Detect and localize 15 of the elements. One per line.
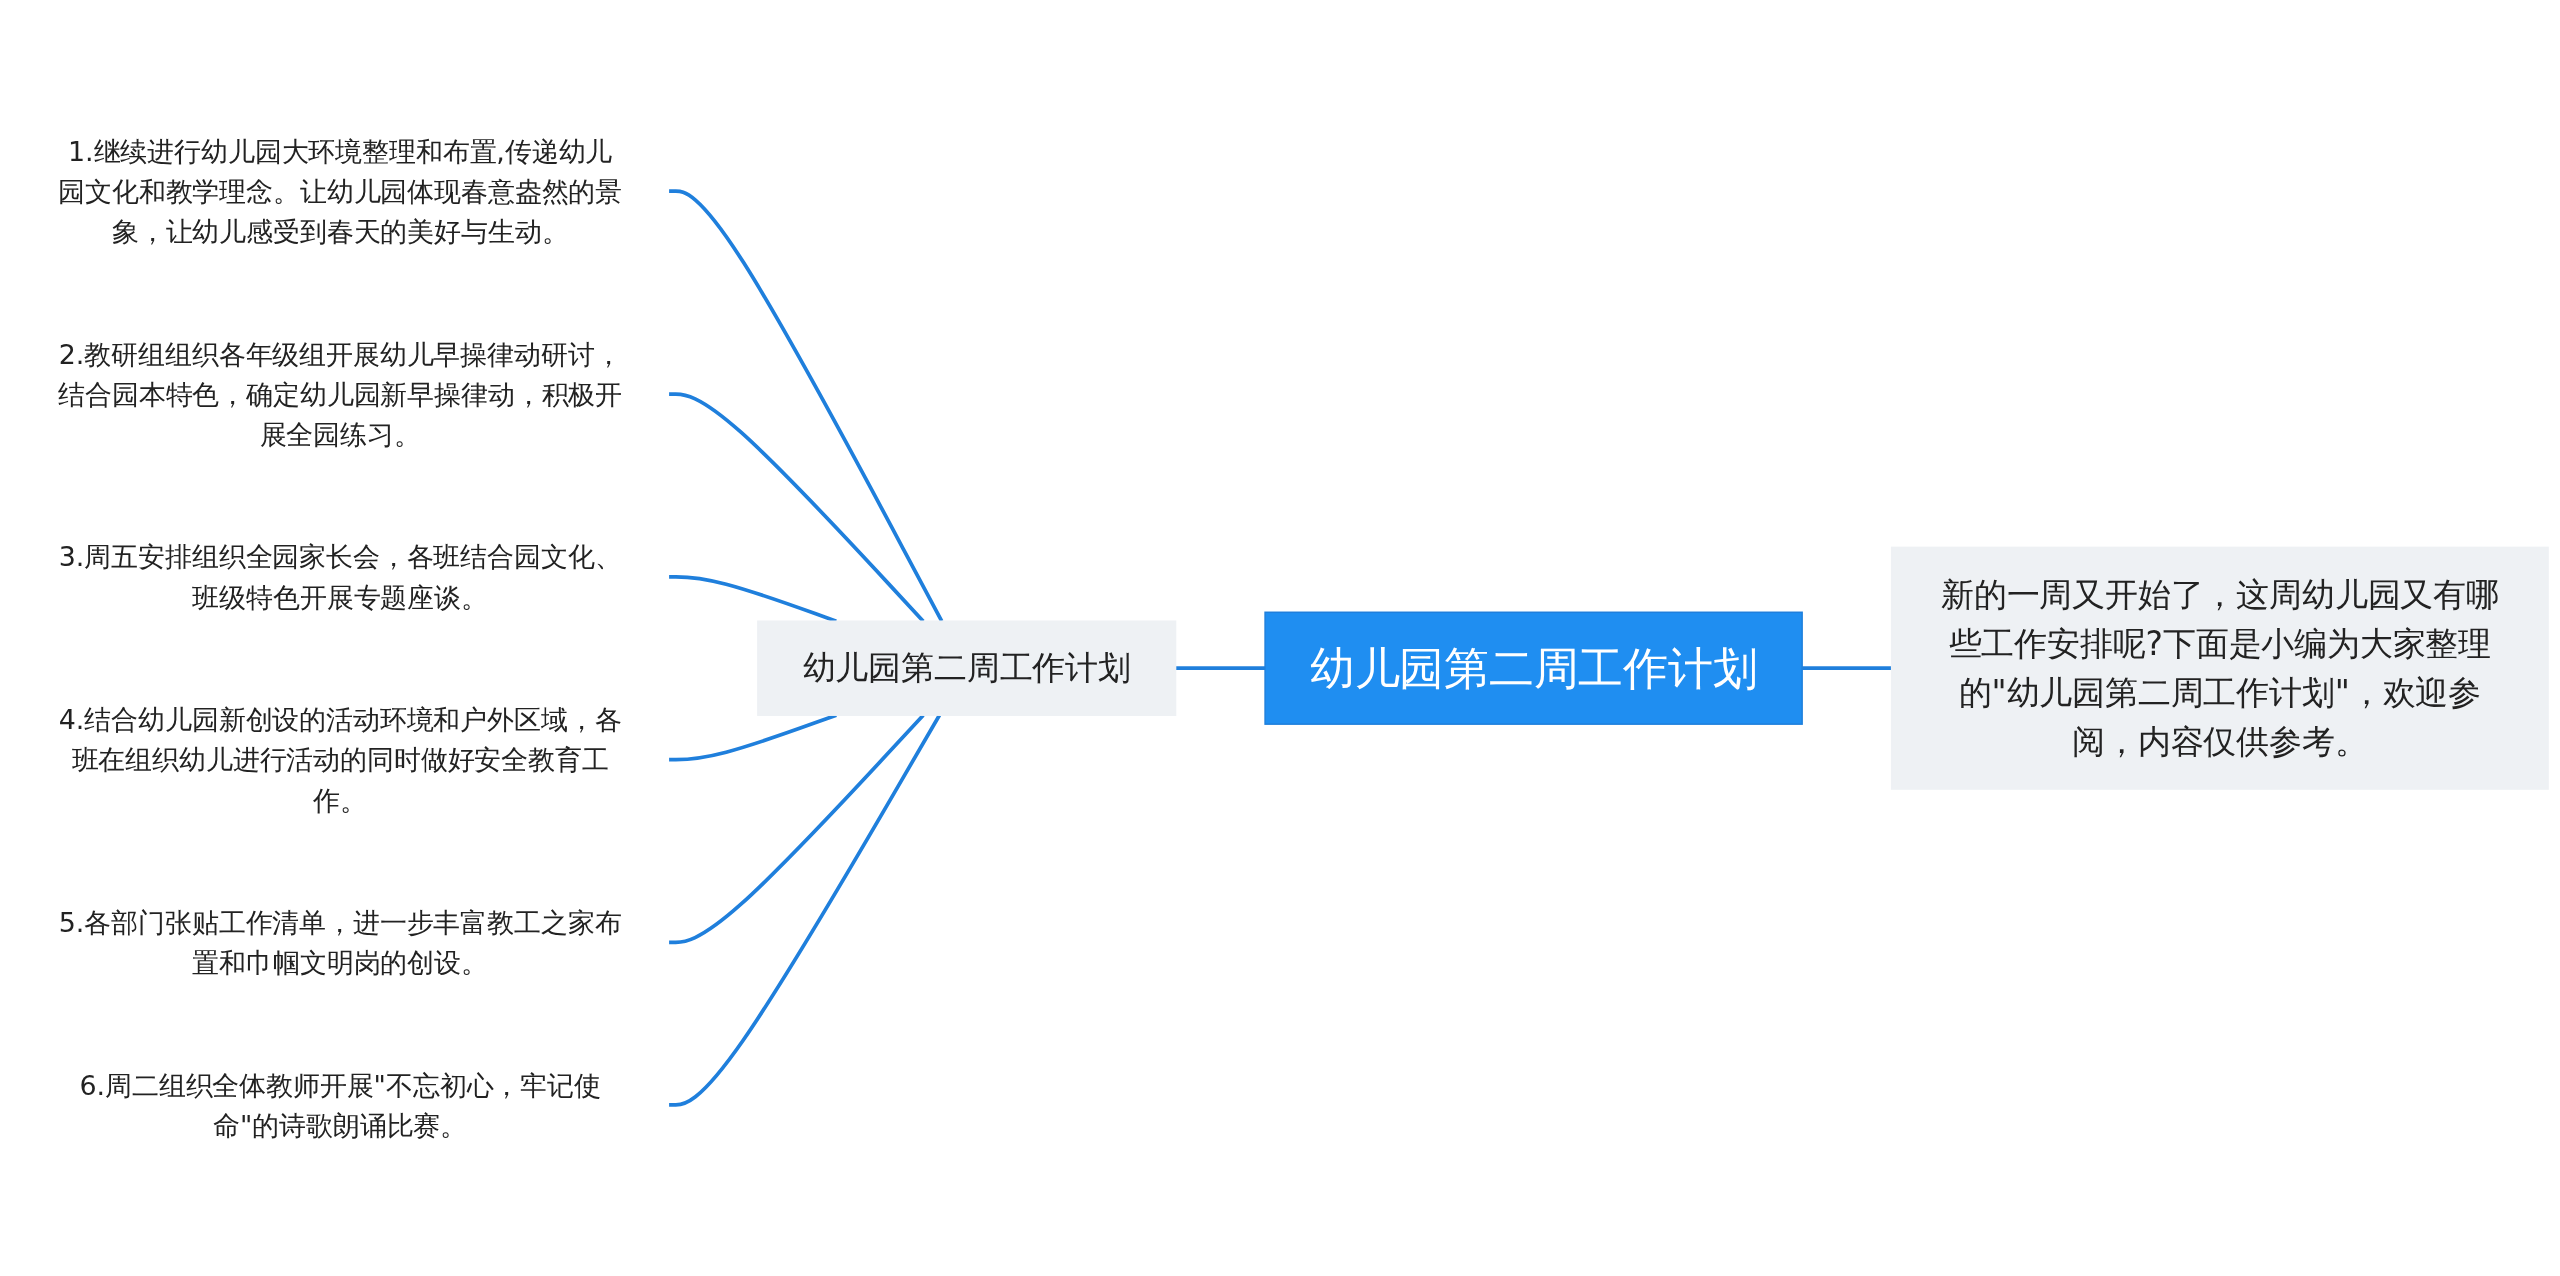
node-box: 幼儿园第二周工作计划: [757, 620, 1177, 716]
node-text: 4.结合幼儿园新创设的活动环境和户外区域，各班在组织幼儿进行活动的同时做好安全教育工作。: [58, 703, 622, 816]
connector: [668, 189, 944, 623]
node-text: 3.周五安排组织全园家长会，各班结合园文化、班级特色开展专题座谈。: [58, 541, 622, 613]
node-text: 5.各部门张贴工作清单，进一步丰富教工之家布置和巾帼文明岗的创设。: [58, 906, 622, 979]
node-text: 6.周二组织全体教师开展"不忘初心，牢记使命"的诗歌朗诵比赛。: [79, 1069, 601, 1141]
connector: [668, 714, 942, 1107]
node-box: 新的一周又开始了，这周幼儿园又有哪些工作安排呢?下面是小编为大家整理的"幼儿园第二周工作计划"，欢迎参阅，内容仅供参考。: [1890, 546, 2549, 790]
connector: [668, 574, 837, 623]
node-text: 2.教研组组织各年级组开展幼儿早操律动研讨，结合园本特色，确定幼儿园新早操律动，积极开展全园练习。: [58, 338, 623, 451]
connector: [668, 392, 925, 623]
node-text: 1.继续进行幼儿园大环境整理和布置,传递幼儿园文化和教学理念。让幼儿园体现春意盎然的景象，让幼儿感受到春天的美好与生动。: [58, 135, 623, 248]
node-box: 幼儿园第二周工作计划: [1264, 611, 1803, 725]
connector: [1802, 666, 1892, 671]
connector: [1175, 666, 1266, 671]
